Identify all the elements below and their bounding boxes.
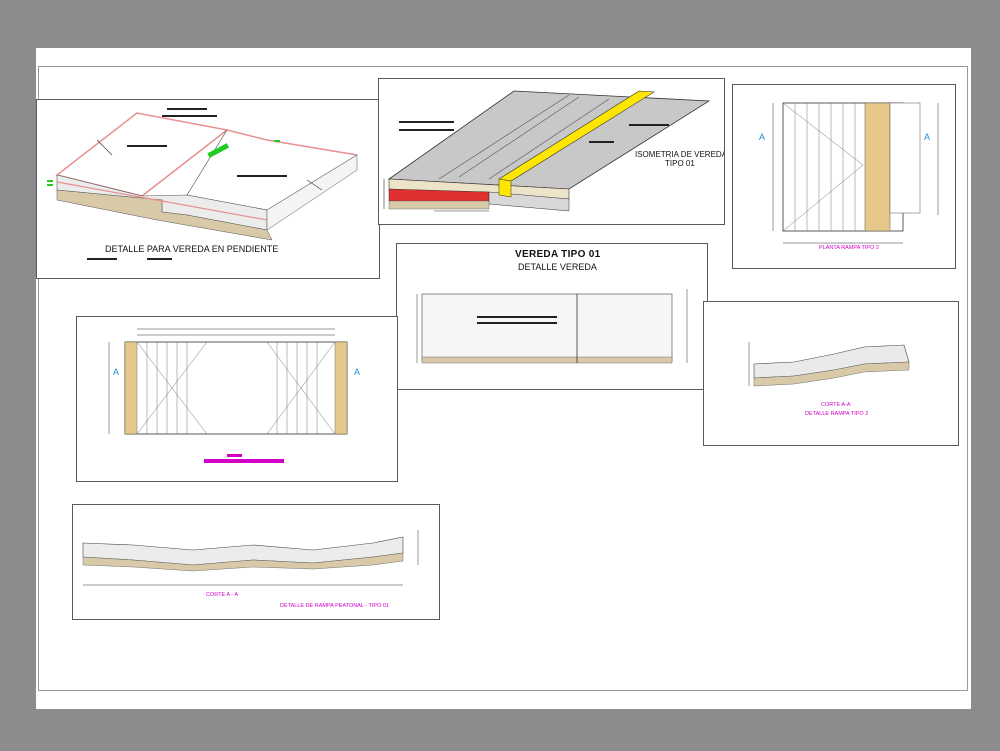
annotation-text (87, 258, 117, 260)
pendiente-drawing (47, 112, 358, 241)
annotation-text (127, 145, 167, 147)
corte-a-a-label: CORTE A-A (821, 402, 851, 408)
section-marker-a-right: A (354, 367, 361, 377)
viewport-planta-rampa-peatonal[interactable]: A A (76, 316, 398, 482)
section-marker-a-right: A (924, 132, 931, 142)
planta-rampa-2-drawing (772, 102, 939, 244)
corte-a-a-label: CORTE A - A (206, 592, 238, 598)
section-marker-a-left: A (759, 132, 766, 142)
annotation-text (399, 129, 454, 131)
detalle-vereda-subtitle: DETALLE VEREDA (518, 262, 597, 272)
vereda-tipo-01-drawing (416, 289, 688, 364)
scale-text (147, 258, 172, 260)
corte-rampa-2-drawing (748, 342, 910, 387)
annotation-text (477, 316, 557, 318)
annotation-text (167, 108, 207, 110)
viewport-corte-rampa-peatonal[interactable]: CORTE A - A DETALLE DE RAMPA PEATONAL - … (72, 504, 440, 620)
detail-title: DETALLE PARA VEREDA EN PENDIENTE (105, 244, 279, 254)
section-marker-a-left: A (113, 367, 120, 377)
detalle-rampa-peatonal-title: DETALLE DE RAMPA PEATONAL - TIPO 01 (280, 603, 390, 609)
isometria-drawing (383, 90, 711, 212)
viewport-planta-rampa-2[interactable]: A A PLANTA RAMPA TIPO 2 (732, 84, 956, 269)
planta-rampa-2-title: PLANTA RAMPA TIPO 2 (819, 245, 879, 251)
annotation-text (399, 121, 454, 123)
annotation-text (237, 175, 287, 177)
planta-rampa-peatonal-drawing (108, 328, 348, 463)
annotation-text (162, 115, 217, 117)
annotation-text (477, 322, 557, 324)
isometria-title: ISOMETRIA DE VEREDA (635, 150, 725, 159)
viewport-isometria-vereda[interactable]: ISOMETRIA DE VEREDA TIPO 01 (378, 78, 725, 225)
isometria-subtitle: TIPO 01 (665, 159, 695, 168)
corte-rampa-peatonal-drawing (82, 530, 419, 586)
annotation-text (589, 141, 614, 143)
annotation-text (629, 124, 669, 126)
viewport-vereda-tipo-01[interactable]: VEREDA TIPO 01 DETALLE VEREDA (396, 243, 708, 390)
drawing-sheet: DETALLE PARA VEREDA EN PENDIENTE ISOMETR… (36, 48, 971, 709)
viewport-vereda-pendiente[interactable]: DETALLE PARA VEREDA EN PENDIENTE (36, 99, 380, 279)
detalle-rampa-2-title: DETALLE RAMPA TIPO 2 (805, 411, 869, 417)
vereda-tipo-01-title: VEREDA TIPO 01 (515, 249, 601, 260)
sheet-border (38, 66, 968, 691)
viewport-corte-rampa-2[interactable]: CORTE A-A DETALLE RAMPA TIPO 2 (703, 301, 959, 446)
